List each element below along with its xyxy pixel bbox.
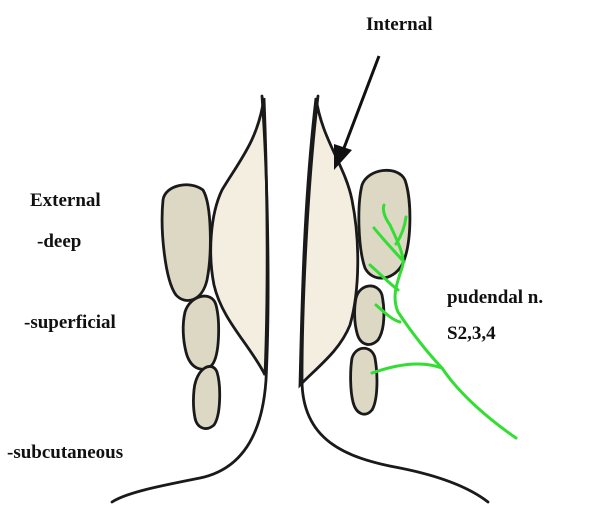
label-superficial: -superficial	[24, 312, 116, 333]
external-subcutaneous-left	[193, 366, 219, 428]
internal-sphincter-right	[300, 98, 358, 385]
external-superficial-left	[183, 296, 218, 369]
label-subcutaneous: -subcutaneous	[7, 442, 123, 463]
label-external: External	[30, 190, 101, 211]
label-deep: -deep	[37, 231, 81, 252]
external-superficial-right	[355, 286, 384, 345]
label-pudendal-segments: S2,3,4	[447, 323, 496, 344]
external-deep-left	[162, 185, 210, 301]
label-pudendal: pudendal n.	[447, 287, 543, 308]
internal-arrow	[334, 56, 379, 170]
external-subcutaneous-right	[351, 348, 377, 414]
label-internal: Internal	[366, 14, 433, 35]
